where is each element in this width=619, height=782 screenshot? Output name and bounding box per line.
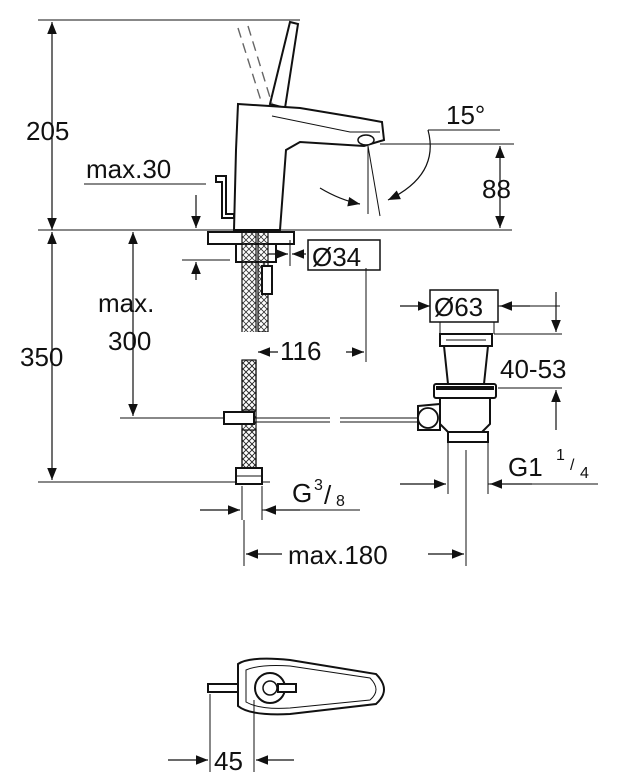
label-max30: max.30 (86, 154, 171, 184)
dimension-88: 88 (380, 143, 514, 228)
dimension-g1-1-4: G1 1 / 4 (400, 442, 598, 494)
label-g38-frac-slash: / (324, 480, 332, 510)
label-max300-line2: 300 (108, 326, 151, 356)
dimension-max180: max.180 (243, 450, 467, 570)
label-350: 350 (20, 342, 63, 372)
dimension-d34: Ø34 (268, 239, 381, 272)
label-max300-line1: max. (98, 288, 154, 318)
label-g38-frac-num: 3 (314, 477, 323, 494)
dimension-350: 350 (20, 232, 270, 483)
label-g1-frac-slash: / (570, 457, 575, 474)
dimension-max300: max. 300 (98, 232, 230, 419)
label-205: 205 (26, 116, 69, 146)
mounting-assembly (207, 231, 420, 485)
dimension-116: 116 (258, 268, 367, 366)
drain-assembly (417, 333, 497, 443)
label-g38-main: G (292, 478, 312, 508)
dimension-max30: max.30 (84, 154, 230, 280)
label-d34: Ø34 (312, 242, 361, 272)
dimension-40-53: 40-53 (494, 292, 567, 430)
label-max180: max.180 (288, 540, 388, 570)
faucet-body (215, 20, 386, 231)
label-45: 45 (214, 746, 243, 776)
label-g1-frac-den: 4 (580, 465, 589, 482)
dimension-d63: Ø63 (400, 289, 560, 334)
dimension-g3-8: G 3 / 8 (200, 477, 360, 520)
label-g1-main: G1 (508, 452, 543, 482)
dimension-45: 45 (168, 694, 294, 776)
label-d63: Ø63 (434, 292, 483, 322)
label-116: 116 (280, 336, 321, 366)
label-15deg: 15° (446, 100, 485, 130)
faucet-top-view (207, 657, 385, 716)
label-g1-frac-num: 1 (556, 447, 565, 464)
label-40-53: 40-53 (500, 354, 567, 384)
dimension-15deg: 15° (319, 100, 500, 217)
label-88: 88 (482, 174, 511, 204)
label-g38-frac-den: 8 (336, 493, 345, 510)
dimension-205: 205 (26, 19, 300, 230)
